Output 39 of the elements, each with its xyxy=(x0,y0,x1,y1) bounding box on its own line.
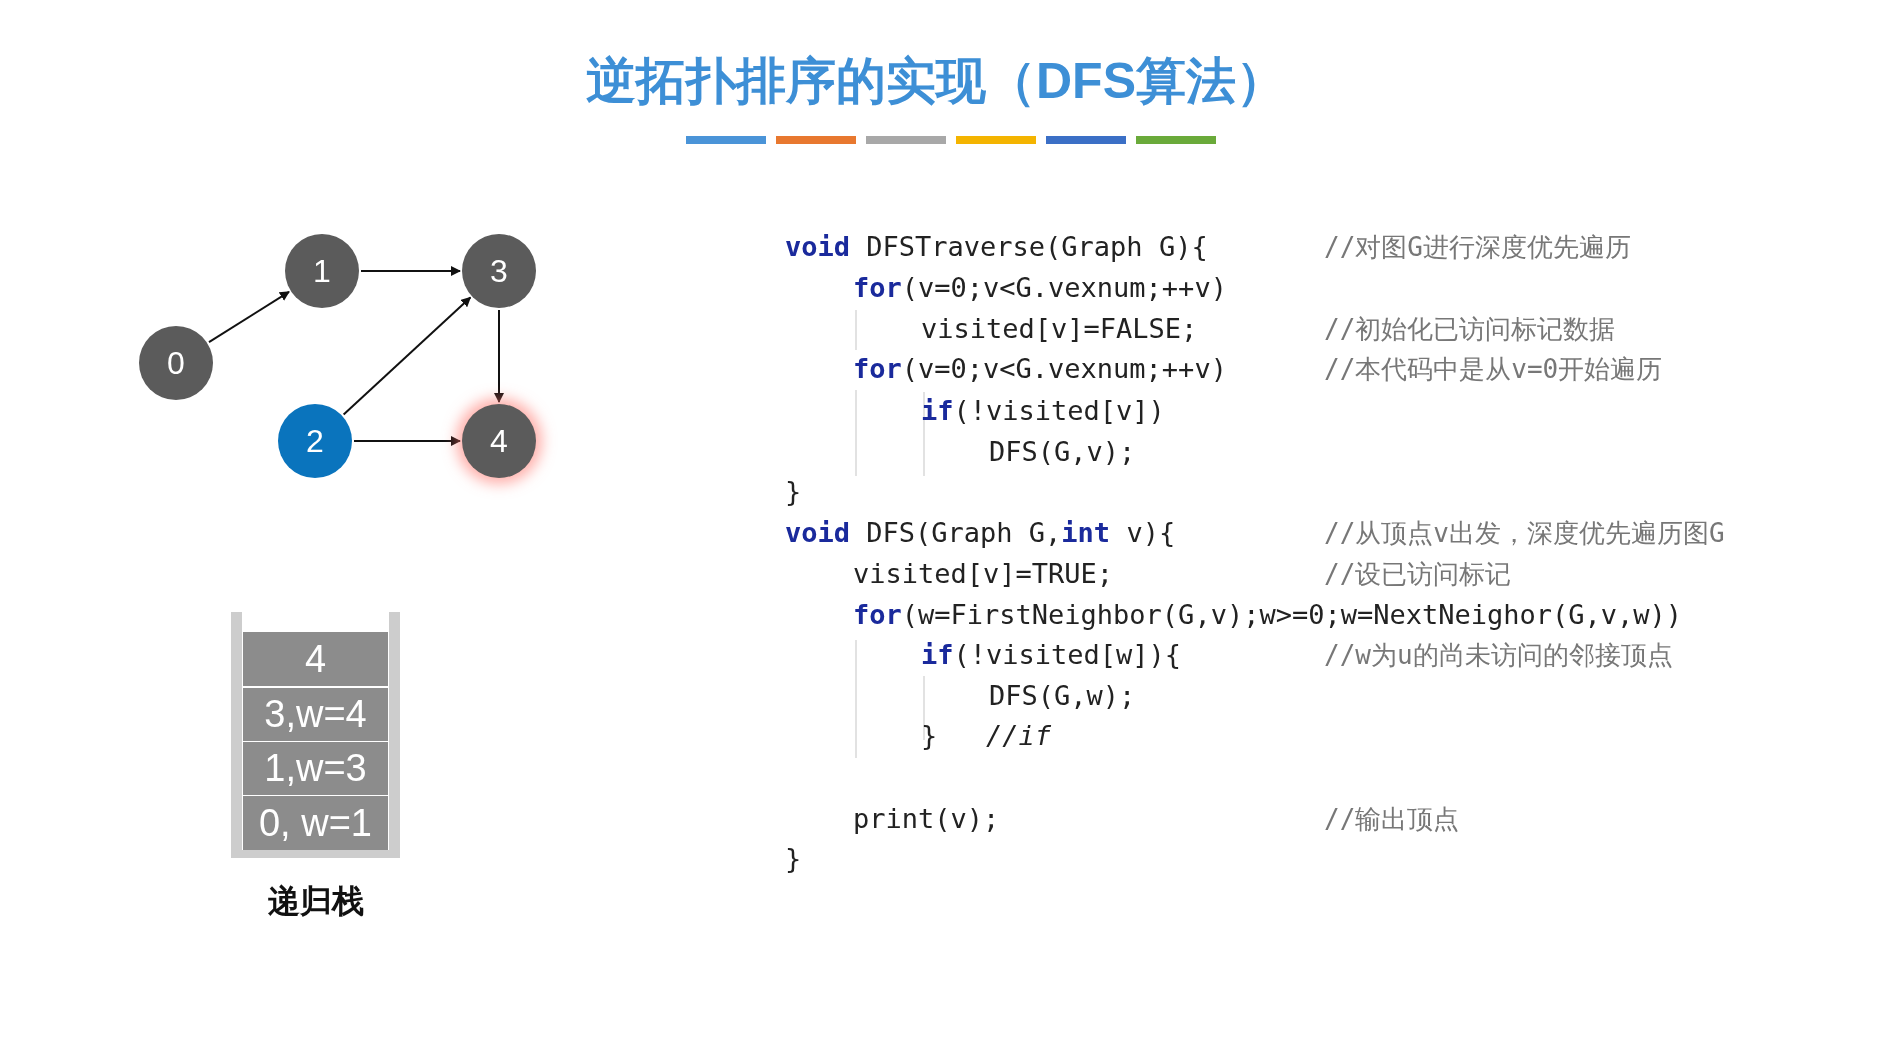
code-comment: //从顶点v出发，深度优先遍历图G xyxy=(1324,517,1725,550)
code-comment: //初始化已访问标记数据 xyxy=(1324,313,1616,346)
code-line: DFS(G,v); xyxy=(989,435,1136,469)
code-line: } xyxy=(785,842,802,876)
code-comment: //输出顶点 xyxy=(1324,803,1460,836)
code-line: void DFSTraverse(Graph G){ xyxy=(785,230,1208,264)
stack-frame: 4 xyxy=(243,632,388,686)
graph-vertex: 3 xyxy=(462,234,536,308)
code-line: for(v=0;v<G.vexnum;++v) xyxy=(853,271,1227,305)
code-line: void DFS(Graph G,int v){ xyxy=(785,516,1176,550)
code-line: for(w=FirstNeighbor(G,v);w>=0;w=NextNeighor(G,v,w)) xyxy=(853,598,1683,632)
arrow xyxy=(494,309,504,403)
arrow xyxy=(342,296,472,416)
graph-vertex: 1 xyxy=(285,234,359,308)
code-line: if(!visited[v]) xyxy=(921,394,1165,428)
code-comment: //w为u的尚未访问的邻接顶点 xyxy=(1324,639,1673,672)
code-line: for(v=0;v<G.vexnum;++v) xyxy=(853,352,1227,386)
code-comment: //本代码中是从v=0开始遍历 xyxy=(1324,353,1663,386)
code-line: } xyxy=(785,475,802,509)
code-line: print(v); xyxy=(853,802,1000,836)
stack-frame: 3,w=4 xyxy=(243,688,388,741)
code-comment: //对图G进行深度优先遍历 xyxy=(1324,231,1631,264)
arrow xyxy=(208,290,290,344)
stack-frame: 0, w=1 xyxy=(243,796,388,850)
code-line: visited[v]=TRUE; xyxy=(853,557,1114,591)
code-line: visited[v]=FALSE; xyxy=(921,312,1198,346)
arrow xyxy=(353,436,461,446)
graph-vertex: 4 xyxy=(462,404,536,478)
code-line: if(!visited[w]){ xyxy=(921,638,1182,672)
stack-frame: 1,w=3 xyxy=(243,742,388,795)
arrow xyxy=(360,266,461,276)
graph-vertex: 0 xyxy=(139,326,213,400)
title: 逆拓扑排序的实现（DFS算法） xyxy=(586,52,1286,111)
code-line: DFS(G,w); xyxy=(989,679,1136,713)
stack-container xyxy=(231,612,400,858)
code-comment: //设已访问标记 xyxy=(1324,558,1512,591)
graph-vertex: 2 xyxy=(278,404,352,478)
stack-caption: 递归栈 xyxy=(267,882,364,921)
code-line: } //if xyxy=(921,719,1052,753)
